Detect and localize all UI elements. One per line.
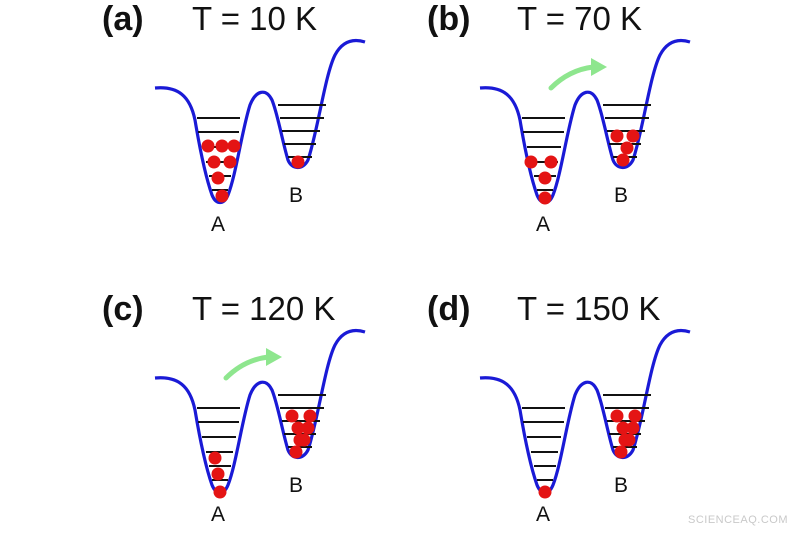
well-a-label: A bbox=[211, 213, 226, 236]
electron-well-a bbox=[201, 139, 215, 153]
electron-well-b bbox=[303, 409, 317, 423]
electron-well-a bbox=[227, 139, 241, 153]
electron-well-b bbox=[610, 129, 624, 143]
double-well-potential bbox=[154, 328, 366, 499]
electron-well-a bbox=[538, 485, 552, 499]
electron-well-a bbox=[223, 155, 237, 169]
watermark: SCIENCEAQ.COM bbox=[687, 514, 788, 526]
well-b-label: B bbox=[614, 474, 629, 497]
electron-well-b bbox=[620, 141, 634, 155]
electron-well-a bbox=[211, 171, 225, 185]
electron-well-b bbox=[289, 445, 303, 459]
potential-curve bbox=[479, 328, 691, 495]
panel-tag: (b) bbox=[427, 0, 471, 38]
double-well-potential bbox=[154, 38, 366, 205]
panel-tag: (c) bbox=[102, 290, 144, 328]
electron-well-a bbox=[213, 485, 227, 499]
electron-well-a bbox=[215, 189, 229, 203]
temperature-label: T = 70 K bbox=[517, 0, 643, 37]
panel-tag: (d) bbox=[427, 290, 471, 328]
well-b-label: B bbox=[289, 184, 304, 207]
panel-a: (a) T = 10 K A B bbox=[0, 0, 400, 265]
electron-well-a bbox=[524, 155, 538, 169]
electron-well-a bbox=[207, 155, 221, 169]
electron-well-b bbox=[301, 421, 315, 435]
temperature-label: T = 120 K bbox=[192, 290, 336, 327]
well-b-label: B bbox=[289, 474, 304, 497]
double-well-potential bbox=[479, 38, 691, 205]
panel-b: (b) T = 70 K A B bbox=[325, 0, 725, 265]
electron-well-b bbox=[616, 421, 630, 435]
electron-well-b bbox=[622, 433, 636, 447]
panel-c: (c) T = 120 K A B bbox=[0, 290, 400, 555]
temperature-label: T = 150 K bbox=[517, 290, 661, 327]
electron-well-b bbox=[628, 409, 642, 423]
electron-well-b bbox=[285, 409, 299, 423]
electron-well-b bbox=[616, 153, 630, 167]
electron-well-b bbox=[297, 433, 311, 447]
hop-arrow bbox=[548, 58, 607, 91]
electron-well-b bbox=[626, 421, 640, 435]
electron-well-a bbox=[538, 171, 552, 185]
electron-well-a bbox=[538, 191, 552, 205]
hop-arrow bbox=[223, 348, 282, 381]
panel-d: (d) T = 150 K A B bbox=[325, 290, 725, 555]
electron-well-b bbox=[291, 155, 305, 169]
electron-well-b bbox=[614, 445, 628, 459]
well-a-label: A bbox=[536, 503, 551, 526]
electron-well-b bbox=[626, 129, 640, 143]
electron-well-a bbox=[211, 467, 225, 481]
panel-tag: (a) bbox=[102, 0, 144, 38]
potential-curve bbox=[479, 38, 691, 205]
electron-well-a bbox=[215, 139, 229, 153]
well-a-label: A bbox=[536, 213, 551, 236]
potential-curve bbox=[154, 38, 366, 205]
double-well-potential bbox=[479, 328, 691, 499]
electron-well-b bbox=[291, 421, 305, 435]
electron-well-a bbox=[208, 451, 222, 465]
potential-curve bbox=[154, 328, 366, 495]
well-a-label: A bbox=[211, 503, 226, 526]
electron-well-b bbox=[610, 409, 624, 423]
well-b-label: B bbox=[614, 184, 629, 207]
electron-well-a bbox=[544, 155, 558, 169]
temperature-label: T = 10 K bbox=[192, 0, 318, 37]
